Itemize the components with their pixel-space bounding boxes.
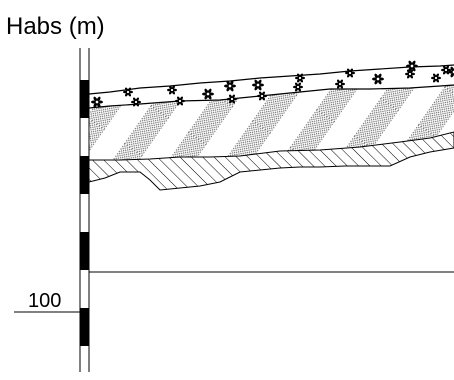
flower-symbol [252,79,264,91]
tick-100-label: 100 [28,290,61,312]
flower-symbol [227,94,237,104]
flower-symbols [90,60,454,108]
flower-symbol [335,79,345,89]
flower-symbol [293,82,303,92]
flower-symbol [441,65,451,75]
flower-symbol [202,88,214,100]
flower-symbol [372,73,384,85]
flower-symbol [431,73,441,83]
flower-symbol [257,91,267,101]
flower-symbol [167,85,177,95]
flower-symbol [90,96,104,108]
flower-symbol [175,96,185,106]
flower-symbol [224,80,236,92]
top-boundary [88,64,454,95]
flower-symbol [448,66,454,78]
flower-symbol [345,68,355,78]
flower-symbol [406,60,418,72]
scale-bar [79,48,90,372]
axis-title: Habs (m) [6,13,105,40]
flower-symbol [405,69,415,79]
flower-symbol [295,73,305,83]
flower-symbol [131,97,141,107]
hatched-layer [88,131,454,191]
flower-symbol [123,87,133,97]
